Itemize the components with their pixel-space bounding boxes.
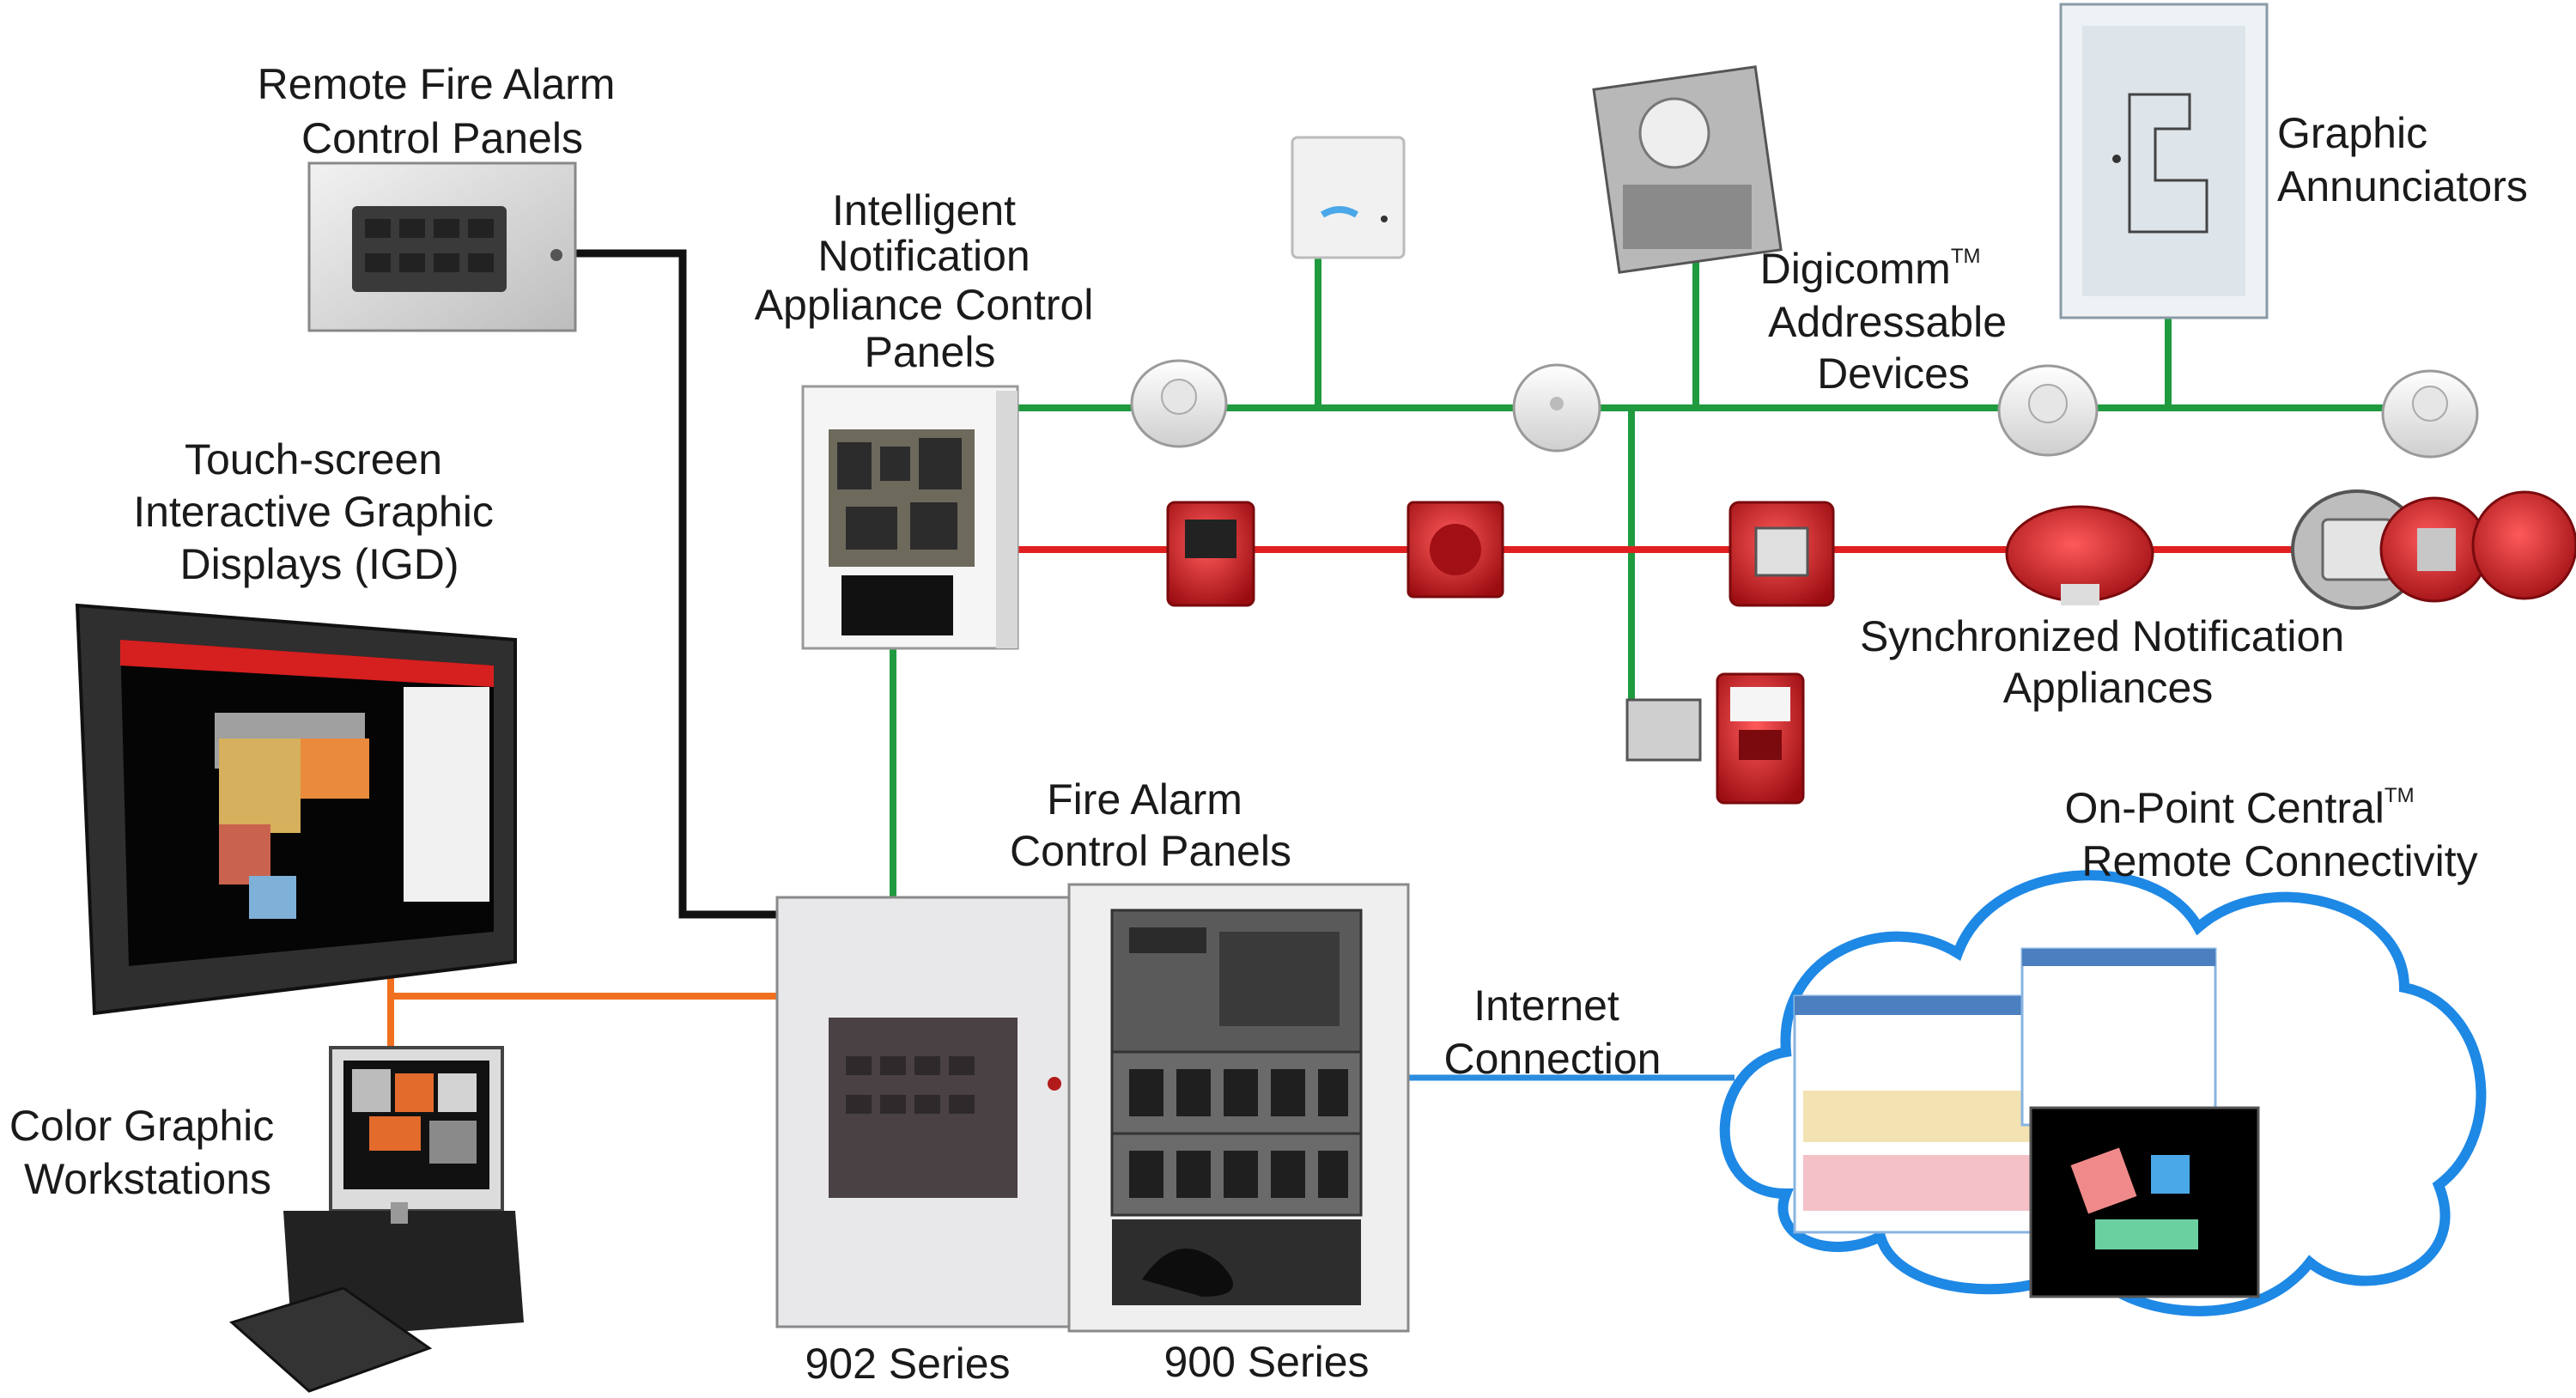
- remote-fire-alarm-panel-icon: [307, 161, 577, 332]
- fire-panel-900-icon: [1067, 883, 1410, 1333]
- graphic-annunciator-icon: [2059, 3, 2269, 319]
- heat-detector-icon: [1512, 363, 1601, 453]
- smoke-detector-icon: [1130, 359, 1228, 448]
- slc-branch-pullstation: [1628, 408, 1674, 708]
- fire-panel-902-icon: [775, 896, 1092, 1328]
- horn-strobe-icon: [1728, 501, 1835, 607]
- internet-label: Internet Connection: [1444, 982, 1662, 1083]
- speaker-strobe-icon: [1406, 501, 1504, 599]
- onpoint-label: On-Point CentralTM Remote Connectivity: [2065, 763, 2478, 885]
- graphic-annunciators-label: Graphic Annunciators: [2277, 109, 2528, 210]
- touch-screen-display-icon: [75, 603, 517, 1016]
- computer-workstation-icon: [229, 1046, 524, 1393]
- smoke-detector-icon: [1997, 364, 2099, 457]
- speaker-strobe-icon: [2005, 505, 2154, 605]
- wall-module-icon: [1291, 136, 1406, 259]
- inac-label: Intelligent Notification Appliance Contr…: [755, 186, 1106, 376]
- sync-notification-label: Synchronized Notification Appliances: [1860, 612, 2356, 712]
- manual-pull-station-icon: [1625, 672, 1805, 805]
- duct-detector-icon: [1592, 65, 1783, 274]
- series-902-label: 902 Series: [805, 1340, 1010, 1388]
- horn-strobe-icon: [1166, 501, 1255, 607]
- series-900-label: 900 Series: [1163, 1338, 1369, 1386]
- remote-panel-label: Remote Fire Alarm Control Panels: [258, 60, 628, 162]
- diagram-labels: Remote Fire Alarm Control Panels Intelli…: [9, 60, 2528, 1388]
- horn-strobe-icon: [2291, 489, 2576, 610]
- smoke-detector-icon: [2381, 369, 2479, 459]
- igd-label: Touch-screen Interactive Graphic Display…: [133, 435, 506, 588]
- color-graphic-label: Color Graphic Workstations: [9, 1102, 286, 1203]
- network-line: [575, 249, 777, 919]
- facp-label: Fire Alarm Control Panels: [1010, 775, 1291, 875]
- cloud-icon: [1719, 870, 2487, 1316]
- notification-control-panel-icon: [801, 385, 1019, 650]
- digicomm-label: DigicommTM Addressable Devices: [1760, 224, 2019, 398]
